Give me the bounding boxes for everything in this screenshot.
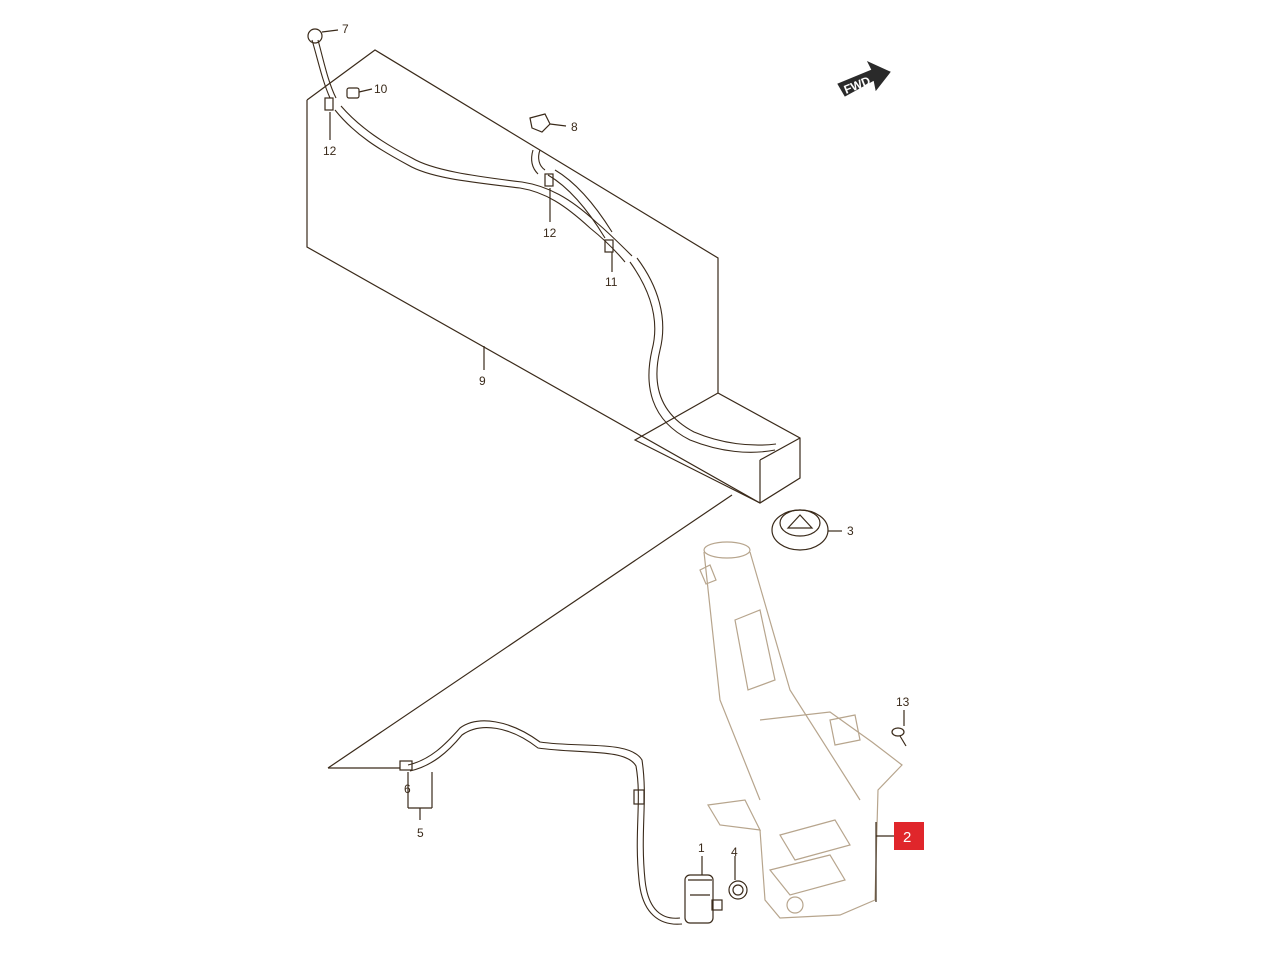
callout-11: 11 [605,275,618,289]
upper-fittings [307,28,614,253]
reservoir-cap [771,509,829,551]
pump-grommet [728,880,748,900]
highlight-badge[interactable] [894,822,924,850]
washer-tank [699,541,903,919]
callout-9: 9 [479,374,486,388]
highlight-part-2[interactable]: 2 [894,822,924,850]
mounting-bolt [891,727,907,747]
leader-lines [321,29,905,902]
callout-6: 6 [404,782,411,796]
callout-12-right: 12 [543,226,557,240]
group-leader-line [327,494,733,769]
callout-5: 5 [417,826,424,840]
part-callouts: 7 10 8 12 12 11 9 3 13 6 5 1 4 [323,22,910,859]
upper-hoses [311,39,777,453]
forward-direction-arrow: FWD [837,60,891,97]
callout-1: 1 [698,841,705,855]
fwd-label: FWD [842,73,873,96]
callout-13: 13 [896,695,910,709]
highlight-label: 2 [903,829,911,846]
callout-12-left: 12 [323,144,337,158]
hose-group-outline [306,49,801,504]
callout-4: 4 [731,845,738,859]
callout-3: 3 [847,524,854,538]
callout-10: 10 [374,82,388,96]
washer-pump [684,874,723,924]
callout-7: 7 [342,22,349,36]
lower-hose [399,720,683,925]
callout-8: 8 [571,120,578,134]
